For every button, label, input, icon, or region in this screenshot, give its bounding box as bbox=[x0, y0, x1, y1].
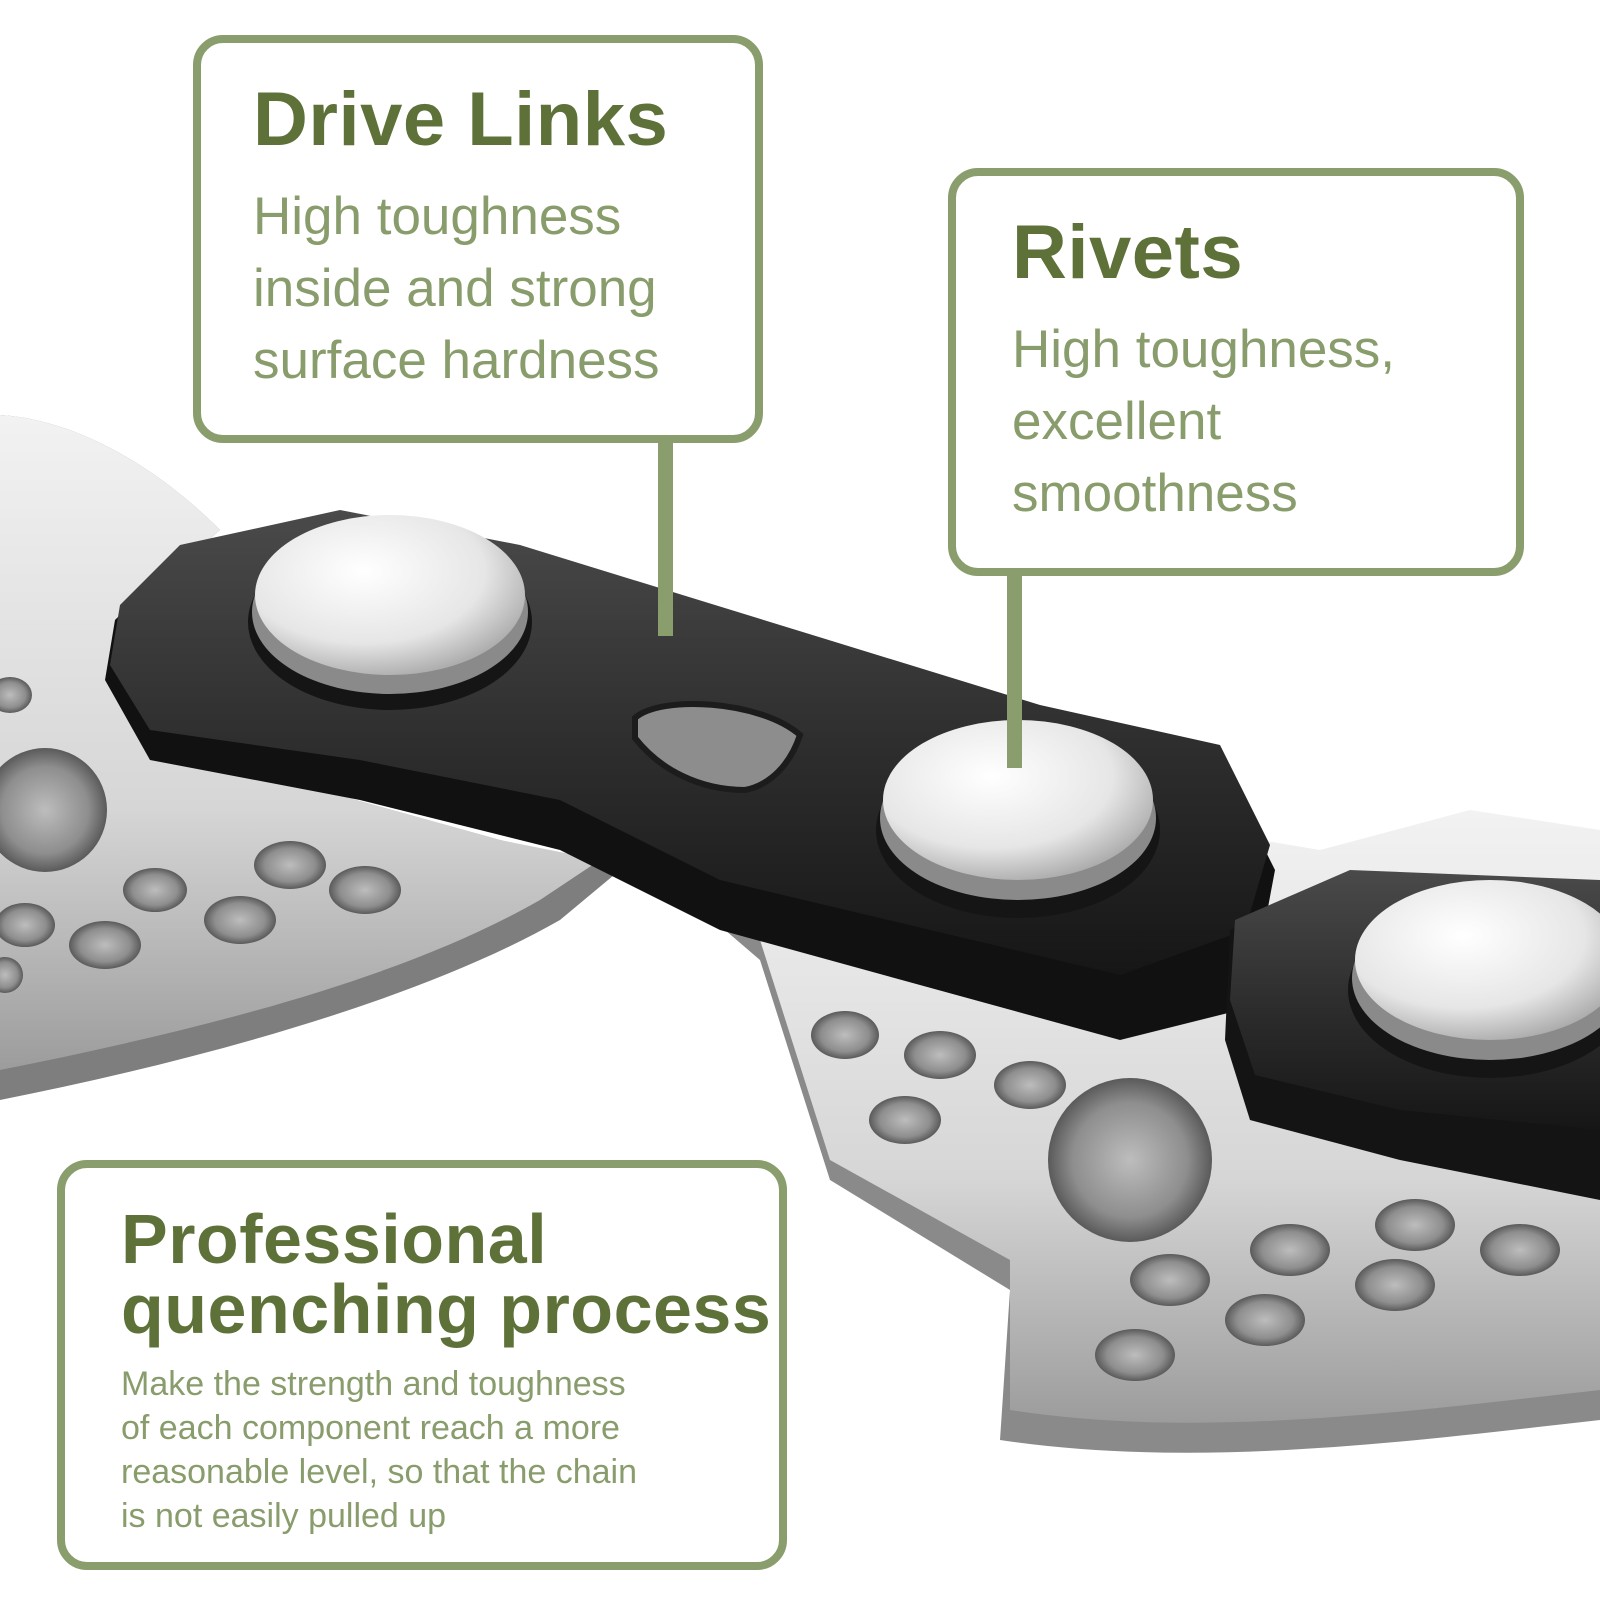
description-line: inside and strong bbox=[253, 258, 657, 318]
description-line: reasonable level, so that the chain bbox=[121, 1453, 638, 1491]
description-line: surface hardness bbox=[253, 330, 660, 390]
quenching-callout: Professional quenching process Make the … bbox=[57, 1160, 787, 1570]
description-line: Make the strength and toughness bbox=[121, 1365, 626, 1403]
drive-links-description: High toughness inside and strong surface… bbox=[253, 181, 755, 397]
rivets-callout: Rivets High toughness, excellent smoothn… bbox=[948, 168, 1524, 576]
plate-hole bbox=[1048, 1078, 1212, 1242]
quenching-description: Make the strength and toughness of each … bbox=[121, 1362, 779, 1538]
drive-links-callout: Drive Links High toughness inside and st… bbox=[193, 35, 763, 443]
description-line: smoothness bbox=[1012, 463, 1298, 523]
rivets-title: Rivets bbox=[1012, 210, 1244, 295]
rivet bbox=[248, 515, 532, 710]
rivets-leader-line bbox=[1007, 572, 1022, 768]
link-window bbox=[632, 701, 804, 794]
description-line: of each component reach a more bbox=[121, 1409, 620, 1447]
description-line: is not easily pulled up bbox=[121, 1497, 447, 1535]
rivet bbox=[1348, 880, 1600, 1078]
quenching-title: Professional quenching process bbox=[121, 1204, 779, 1344]
description-line: excellent bbox=[1012, 391, 1222, 451]
description-line: High toughness bbox=[253, 186, 622, 246]
title-line: Professional bbox=[121, 1200, 548, 1278]
drive-links-title: Drive Links bbox=[253, 77, 669, 162]
description-line: High toughness, bbox=[1012, 319, 1396, 379]
title-line: quenching process bbox=[121, 1270, 772, 1348]
rivet bbox=[876, 720, 1160, 918]
plate-hole bbox=[0, 748, 107, 872]
rivets-description: High toughness, excellent smoothness bbox=[1012, 314, 1516, 530]
drive-links-leader-line bbox=[658, 440, 673, 636]
